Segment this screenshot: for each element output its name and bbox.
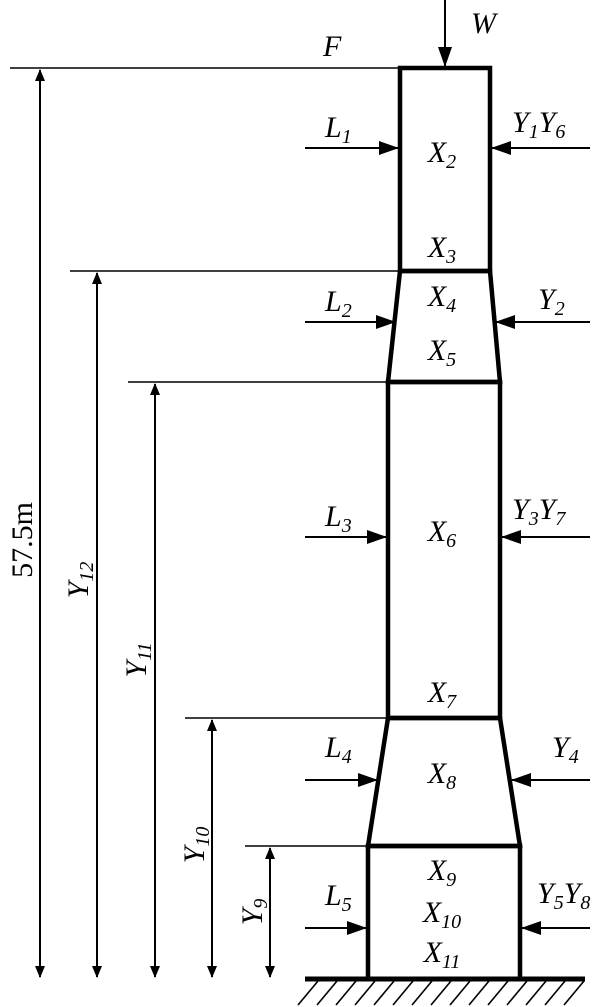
dim-total-label: 57.5m bbox=[6, 502, 39, 578]
ground-hatch-line bbox=[411, 980, 433, 1006]
ground-hatch-line bbox=[297, 980, 319, 1006]
ground-hatch-line bbox=[392, 980, 414, 1006]
ground-hatch-line bbox=[544, 980, 566, 1006]
ground-support bbox=[297, 976, 585, 1006]
node-label-x4: X4 bbox=[427, 280, 456, 317]
right-load-label-3: Y3Y7 bbox=[512, 493, 566, 530]
node-label-x2: X2 bbox=[427, 136, 456, 173]
node-label-x8: X8 bbox=[427, 757, 456, 794]
node-label-x5: X5 bbox=[427, 334, 456, 371]
ground-hatch-line bbox=[335, 980, 357, 1006]
ground-hatch-line bbox=[487, 980, 509, 1006]
ground-hatch-line bbox=[506, 980, 528, 1006]
node-labels: X2 X3 X4 X5 X6 X7 X8 X9 X10 X11 bbox=[422, 136, 461, 973]
left-load-label-1: L1 bbox=[324, 111, 352, 148]
right-load-label-1: Y1Y6 bbox=[512, 106, 565, 143]
ground-hatch-line bbox=[373, 980, 395, 1006]
ground-hatch-line bbox=[525, 980, 547, 1006]
node-label-x10: X10 bbox=[422, 896, 461, 933]
section-3 bbox=[385, 379, 503, 721]
node-label-x3: X3 bbox=[427, 231, 456, 268]
ground-hatch-line bbox=[563, 980, 585, 1006]
left-load-label-3: L3 bbox=[324, 500, 352, 537]
dim-y9-label: Y9 bbox=[236, 899, 272, 926]
node-label-x6: X6 bbox=[427, 515, 456, 552]
top-label: F bbox=[322, 30, 342, 63]
ground-hatch-line bbox=[316, 980, 338, 1006]
right-load-label-4: Y4 bbox=[552, 731, 579, 768]
ground-hatch-line bbox=[449, 980, 471, 1006]
left-load-label-2: L2 bbox=[324, 285, 352, 322]
top-load-arrow: W bbox=[438, 0, 499, 67]
node-label-x9: X9 bbox=[427, 854, 456, 891]
dim-y11-label: Y11 bbox=[120, 642, 156, 677]
tower-outline bbox=[365, 65, 523, 982]
right-load-arrows bbox=[491, 141, 590, 935]
left-load-label-5: L5 bbox=[324, 879, 352, 916]
reference-lines bbox=[10, 67, 400, 847]
dim-y10-label: Y10 bbox=[178, 827, 214, 864]
dimension-lines bbox=[35, 69, 275, 978]
dim-y12-label: Y12 bbox=[62, 562, 98, 599]
right-load-label-5: Y5Y8 bbox=[537, 877, 590, 914]
left-load-arrows bbox=[305, 141, 399, 935]
ground-hatch-line bbox=[430, 980, 452, 1006]
ground-hatch-line bbox=[354, 980, 376, 1006]
left-load-label-4: L4 bbox=[324, 731, 352, 768]
node-label-x7: X7 bbox=[427, 676, 457, 713]
top-load-label: W bbox=[471, 7, 499, 40]
node-label-x11: X11 bbox=[423, 936, 461, 973]
right-load-label-2: Y2 bbox=[538, 283, 565, 320]
ground-hatch-line bbox=[468, 980, 490, 1006]
ground-hatching bbox=[297, 980, 585, 1006]
